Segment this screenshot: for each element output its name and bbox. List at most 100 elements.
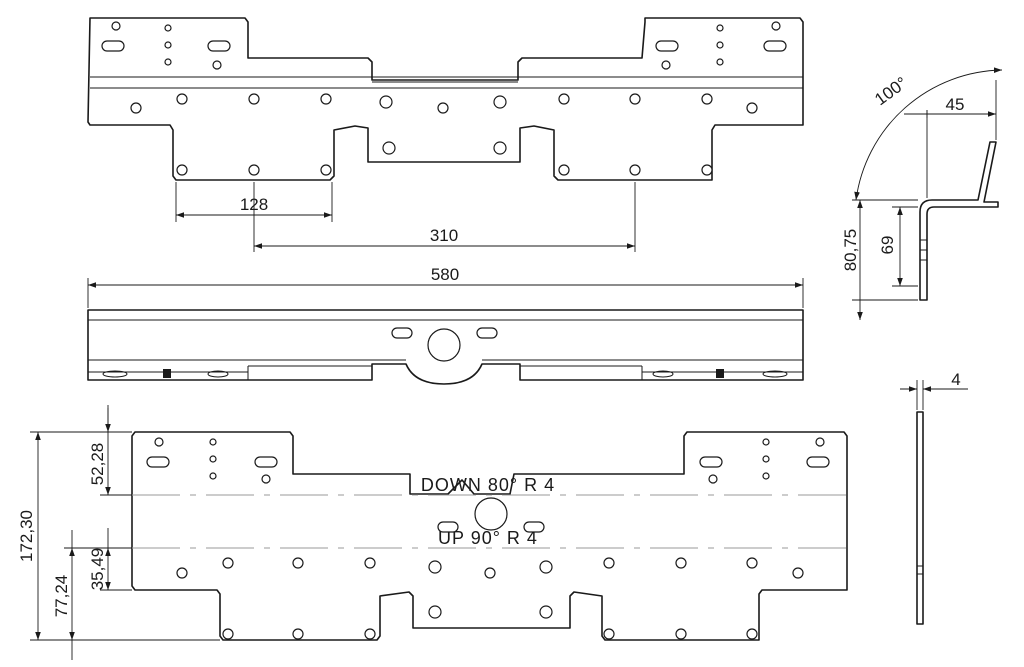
dim-77-24-label: 77,24: [52, 575, 71, 618]
hole: [176, 567, 188, 579]
slot: [763, 40, 787, 52]
hole: [493, 141, 507, 155]
top-view: 128 310: [87, 17, 804, 252]
slot: [254, 456, 278, 468]
side-view: 100° 45 80,75 69: [841, 67, 1003, 320]
hole: [762, 455, 770, 463]
hole: [716, 24, 724, 32]
top-view-outline: [87, 17, 804, 181]
hole: [428, 605, 442, 619]
hole: [815, 437, 825, 447]
flat-pattern-outline: [131, 431, 848, 641]
hole: [292, 628, 304, 640]
hole: [716, 58, 724, 66]
bend-note-down: DOWN 80° R 4: [421, 475, 555, 495]
hole: [762, 472, 770, 480]
hole: [364, 628, 376, 640]
hole: [164, 41, 172, 49]
hole: [248, 93, 260, 105]
fastener: [163, 369, 171, 378]
center-hole: [427, 328, 461, 362]
hole: [379, 95, 393, 109]
slot: [101, 40, 125, 52]
slot: [476, 327, 498, 339]
hole: [539, 560, 553, 574]
hole: [248, 164, 260, 176]
hole: [771, 21, 781, 31]
hole: [661, 60, 671, 70]
slot: [146, 456, 170, 468]
hole: [493, 95, 507, 109]
dim-45-label: 45: [946, 95, 965, 114]
hole: [558, 164, 570, 176]
hole: [261, 474, 271, 484]
thickness-view: 4: [900, 370, 968, 625]
dim-310-label: 310: [430, 226, 458, 245]
hole: [209, 438, 217, 446]
hole: [364, 557, 376, 569]
center-hole: [474, 497, 508, 531]
hole: [701, 164, 713, 176]
hole: [746, 102, 758, 114]
slot: [655, 40, 679, 52]
dim-580-label: 580: [431, 265, 459, 284]
slot: [806, 456, 830, 468]
fastener: [102, 370, 128, 378]
hole: [222, 628, 234, 640]
dim-80-75-label: 80,75: [841, 229, 860, 272]
dim-35-49-label: 35,49: [88, 548, 107, 591]
fastener: [207, 370, 229, 378]
slot: [207, 40, 231, 52]
hole: [603, 557, 615, 569]
dim-4-label: 4: [951, 370, 960, 389]
dim-69-label: 69: [878, 236, 897, 255]
dim-172-30-label: 172,30: [17, 510, 36, 562]
front-view: 580: [87, 265, 804, 385]
hole: [746, 628, 758, 640]
hole: [603, 628, 615, 640]
hole: [154, 437, 164, 447]
hole: [176, 164, 188, 176]
hole: [629, 93, 641, 105]
hole: [746, 557, 758, 569]
hole: [164, 58, 172, 66]
slot: [391, 327, 413, 339]
hole: [437, 102, 449, 114]
hole: [209, 472, 217, 480]
hole: [675, 557, 687, 569]
front-view-outline: [87, 309, 804, 385]
dim-100-label: 100°: [871, 73, 911, 109]
slot: [437, 521, 459, 533]
angle-arc-100: [854, 67, 1003, 201]
hole: [484, 567, 496, 579]
side-view-profile: [919, 141, 999, 301]
slot: [699, 456, 723, 468]
hole: [708, 474, 718, 484]
hole: [176, 93, 188, 105]
dim-52-28-label: 52,28: [88, 443, 107, 486]
hole: [111, 21, 121, 31]
hole: [558, 93, 570, 105]
thickness-profile: [916, 411, 924, 625]
hole: [164, 24, 172, 32]
hole: [320, 93, 332, 105]
hole: [320, 164, 332, 176]
slot: [523, 521, 545, 533]
hole: [762, 438, 770, 446]
hole: [209, 455, 217, 463]
fastener: [762, 370, 788, 378]
hole: [716, 41, 724, 49]
flat-pattern: DOWN 80° R 4 UP 90° R 4: [17, 405, 848, 660]
hole: [792, 567, 804, 579]
hole: [428, 560, 442, 574]
hole: [130, 102, 142, 114]
hole: [629, 164, 641, 176]
hole: [212, 60, 222, 70]
bend-note-up: UP 90° R 4: [438, 528, 538, 548]
hole: [292, 557, 304, 569]
hole: [539, 605, 553, 619]
hole: [382, 141, 396, 155]
fastener: [716, 369, 724, 378]
fastener: [652, 370, 674, 378]
